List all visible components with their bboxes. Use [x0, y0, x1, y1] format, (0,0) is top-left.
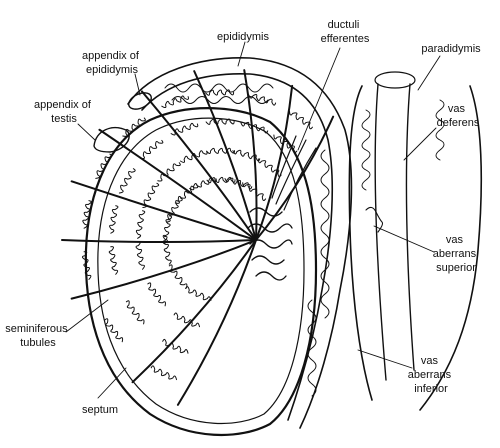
seminiferous-tubule: [109, 205, 119, 234]
seminiferous-tubule: [150, 365, 177, 381]
seminiferous-tubule: [205, 89, 235, 96]
label-epididymis: epididymis: [217, 31, 269, 43]
septum-line: [98, 128, 257, 241]
leader-lines: [65, 41, 441, 399]
seminiferous-tubule: [125, 300, 145, 325]
seminiferous-tubule: [104, 318, 124, 343]
label-vas-deferens: vas deferens: [437, 103, 480, 129]
seminiferous-tubule: [95, 153, 113, 179]
septum-line: [141, 90, 257, 241]
seminiferous-tubule: [166, 197, 183, 223]
septum-line: [193, 70, 257, 241]
seminiferous-tubule: [248, 93, 277, 106]
seminiferous-tubule: [108, 246, 119, 275]
seminiferous-tubule: [161, 95, 189, 109]
seminiferous-tubule: [162, 235, 172, 265]
seminiferous-tubules-structure: [81, 89, 313, 381]
septum-line: [255, 84, 294, 241]
seminiferous-tubule: [232, 149, 261, 162]
seminiferous-tubule: [242, 182, 267, 201]
seminiferous-tubule: [206, 147, 236, 155]
septa-lines: [61, 69, 335, 406]
septum-line: [176, 239, 257, 406]
seminiferous-tubule: [174, 184, 199, 204]
appendices-structure: [93, 92, 152, 153]
seminiferous-tubule: [205, 118, 235, 125]
seminiferous-tubule: [147, 282, 166, 307]
seminiferous-tubule: [240, 121, 269, 134]
labels: epididymis ductuli efferentes paradidymi…: [5, 19, 481, 416]
rete-testis-structure: [247, 135, 317, 281]
label-seminiferous-tubules: seminiferous tubules: [5, 323, 70, 349]
seminiferous-tubule: [139, 139, 164, 160]
label-ductuli-efferentes: ductuli efferentes: [321, 19, 370, 45]
seminiferous-tubule: [170, 122, 199, 136]
label-septum: septum: [82, 404, 118, 416]
seminiferous-tubule: [173, 312, 200, 328]
seminiferous-tubule: [257, 158, 282, 178]
label-appendix-of-epididymis: appendix of epididymis: [82, 50, 142, 76]
seminiferous-tubule: [162, 215, 173, 244]
seminiferous-tubule: [81, 251, 92, 280]
seminiferous-tubule: [142, 182, 160, 208]
septum-line: [131, 239, 257, 384]
seminiferous-tubule: [122, 117, 146, 137]
seminiferous-tubule: [289, 110, 313, 130]
seminiferous-tubule: [118, 168, 136, 194]
seminiferous-tubule: [135, 210, 146, 239]
septum-line: [243, 69, 258, 241]
seminiferous-tubule: [224, 177, 253, 190]
label-appendix-of-testis: appendix of testis: [34, 99, 94, 125]
seminiferous-tubule: [162, 338, 189, 354]
seminiferous-tubule: [82, 200, 92, 229]
septum-line: [61, 239, 257, 243]
testis-structure: [84, 107, 318, 437]
septum-line: [255, 115, 335, 241]
seminiferous-tubule: [157, 162, 181, 182]
seminiferous-tubule: [273, 134, 298, 154]
vas-deferens-structure: [348, 71, 483, 411]
seminiferous-tubule: [189, 177, 217, 191]
seminiferous-tubule: [185, 286, 212, 301]
epididymis-structure: [127, 57, 353, 429]
label-vas-aberrans-inferior: vas aberrans inferior: [408, 355, 454, 395]
septum-line: [70, 180, 257, 241]
label-paradidymis: paradidymis: [421, 43, 481, 55]
label-vas-aberrans-superior: vas aberrans superior: [433, 234, 479, 274]
seminiferous-tubule: [179, 150, 208, 163]
seminiferous-tubule: [135, 241, 145, 270]
seminiferous-tubule: [168, 264, 188, 289]
septum-line: [70, 239, 257, 300]
